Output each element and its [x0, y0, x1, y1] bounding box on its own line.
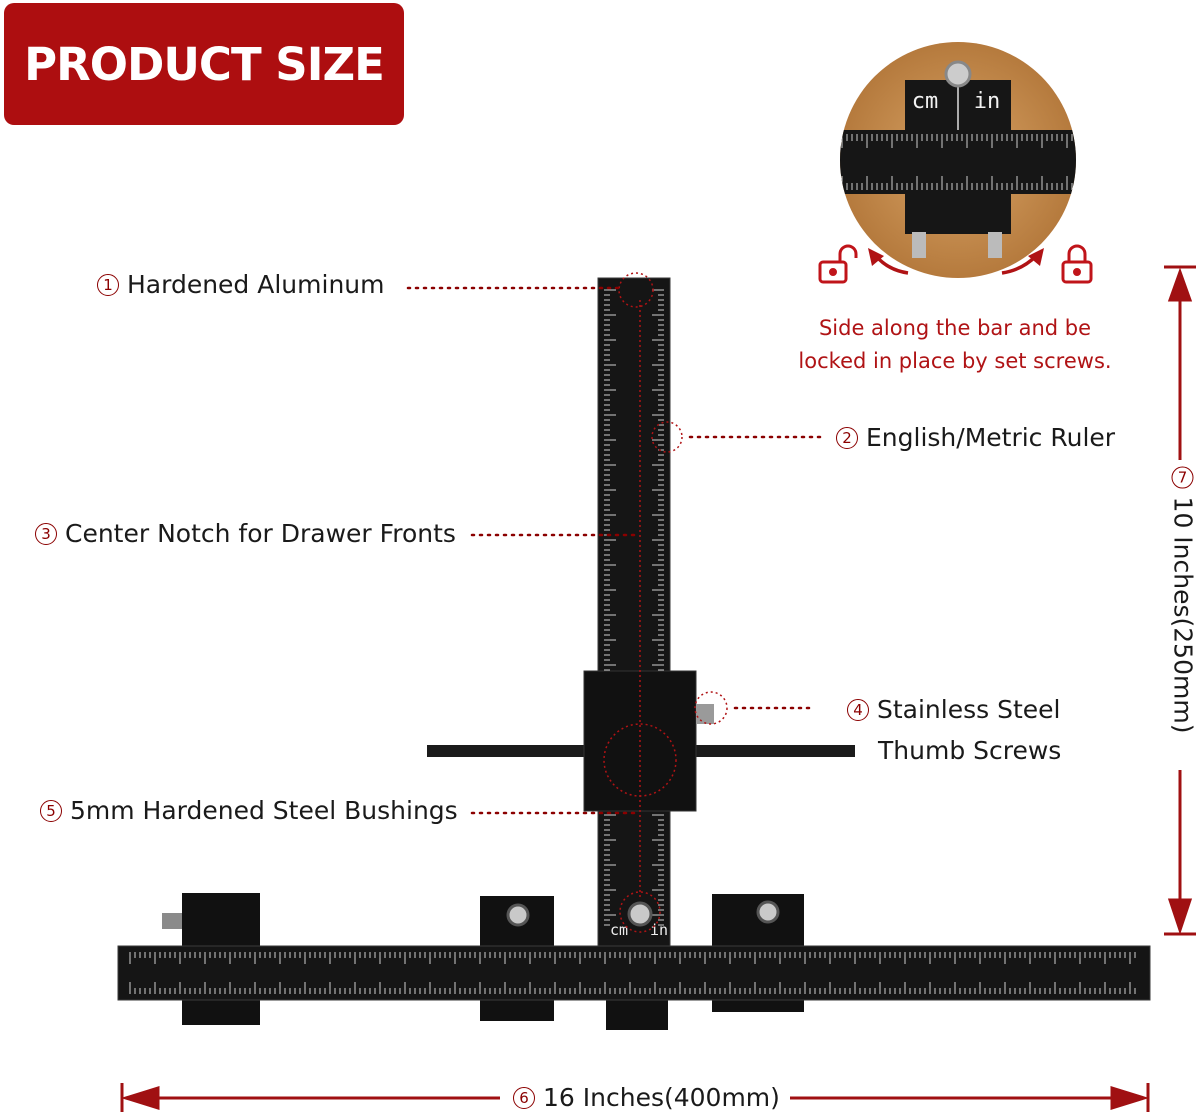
inset-photo: cm in — [840, 42, 1076, 278]
feature-number: 1 — [97, 274, 119, 296]
leader-lines — [406, 286, 828, 815]
inset-in-label: in — [974, 89, 1001, 114]
feature-number: 3 — [35, 523, 57, 545]
product-size-badge: PRODUCT SIZE — [4, 3, 404, 125]
height-dimension: 710 Inches(250mm) — [1168, 466, 1198, 734]
feature-number: 4 — [847, 699, 869, 721]
inset-cm-label: cm — [912, 89, 939, 114]
ruler-cm-label: cm — [610, 921, 628, 939]
feature-number: 2 — [836, 427, 858, 449]
feature-label-thumb-screws-line2: Thumb Screws — [878, 736, 1062, 765]
inset-caption: Side along the bar and be locked in plac… — [798, 316, 1112, 373]
bushing — [506, 903, 530, 927]
ruler-in-label: in — [650, 921, 668, 939]
unlock-icon — [818, 244, 858, 284]
badge-title: PRODUCT SIZE — [24, 37, 385, 91]
dimension-arrows — [120, 265, 1196, 1112]
highlight-circles — [603, 272, 728, 933]
bushing — [756, 900, 780, 924]
bushing — [627, 901, 653, 927]
thumb-screw — [696, 704, 714, 724]
vertical-ruler — [597, 277, 671, 947]
base-bar: cm in — [117, 893, 1151, 1030]
crossbar — [427, 670, 855, 812]
lock-icon — [1061, 244, 1093, 284]
base-ruler-ticks — [129, 952, 1136, 994]
feature-number: 5 — [40, 800, 62, 822]
